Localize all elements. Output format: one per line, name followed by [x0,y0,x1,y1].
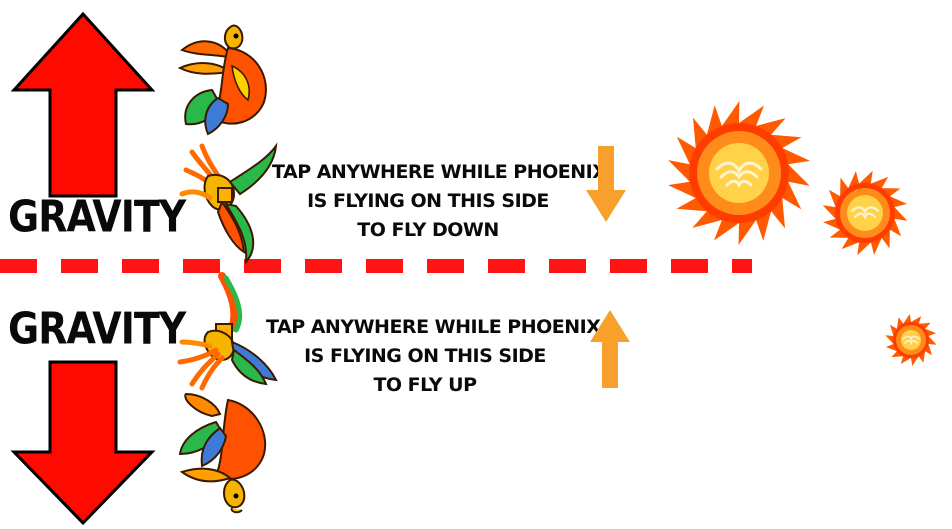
phoenix-sprite-icon [177,272,278,391]
phoenix-sprite-icon [177,24,267,136]
instruction-line: IS FLYING ON THIS SIDE [307,190,549,212]
phoenix-sprite-icon [179,142,278,265]
up-hint-arrow-icon [590,310,630,388]
instruction-line: IS FLYING ON THIS SIDE [304,345,546,367]
phoenix-sprite-icon [178,392,267,514]
gravity-label-bottom: GRAVITY [8,303,186,354]
instruction-line: TO FLY DOWN [357,219,499,241]
instruction-line: TAP ANYWHERE WHILE PHOENIX [266,316,601,338]
instruction-line: TO FLY UP [373,374,477,396]
gravity-up-arrow-icon [10,11,156,198]
fireball-icon [822,170,908,256]
instruction-fly-down: TAP ANYWHERE WHILE PHOENIX IS FLYING ON … [272,158,607,245]
fireball-icon [668,101,810,245]
gravity-label-top: GRAVITY [8,191,186,242]
zone-divider [0,259,752,273]
down-hint-arrow-icon [586,146,626,222]
instruction-fly-up: TAP ANYWHERE WHILE PHOENIX IS FLYING ON … [266,313,601,400]
fireball-icon [885,314,937,366]
instruction-line: TAP ANYWHERE WHILE PHOENIX [272,161,607,183]
gravity-down-arrow-icon [10,360,156,526]
